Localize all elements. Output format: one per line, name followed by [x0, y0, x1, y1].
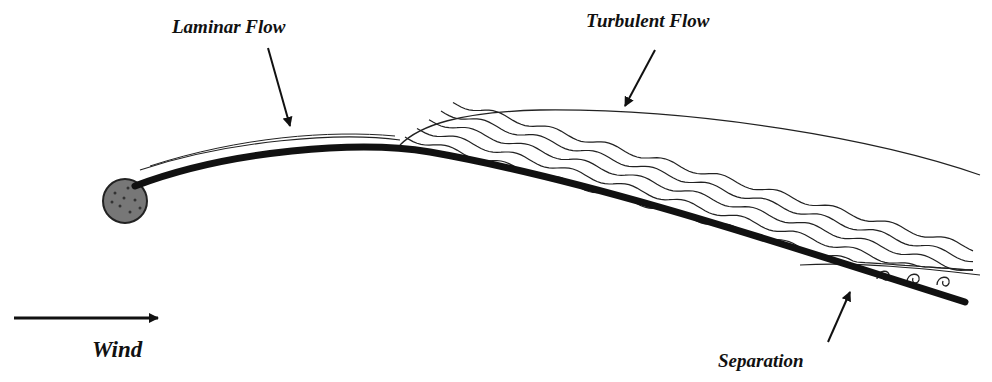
separation-label: Separation: [718, 350, 804, 372]
surface: [135, 147, 965, 302]
eddy-curl: [937, 277, 949, 286]
turbulent-line: [417, 128, 973, 270]
ball-dot: [129, 211, 132, 214]
wind-label: Wind: [92, 337, 142, 363]
flow-label: Laminar Flow: [172, 16, 286, 38]
flow-label: Turbulent Flow: [586, 10, 709, 32]
leader-arrow: [828, 292, 850, 342]
ball-dot: [111, 201, 114, 204]
turbulent-line: [429, 120, 973, 271]
leader-arrow: [268, 48, 290, 126]
ball-dot: [127, 187, 130, 190]
separation-line: [800, 264, 980, 275]
ball-dot: [134, 199, 137, 202]
ball-dot: [123, 197, 126, 200]
turbulent-line: [441, 111, 973, 262]
ball-dot: [119, 205, 122, 208]
ball-dot: [114, 192, 117, 195]
ball-dot: [139, 207, 142, 210]
wind-arrow: [14, 317, 158, 320]
leader-arrow: [625, 50, 655, 106]
